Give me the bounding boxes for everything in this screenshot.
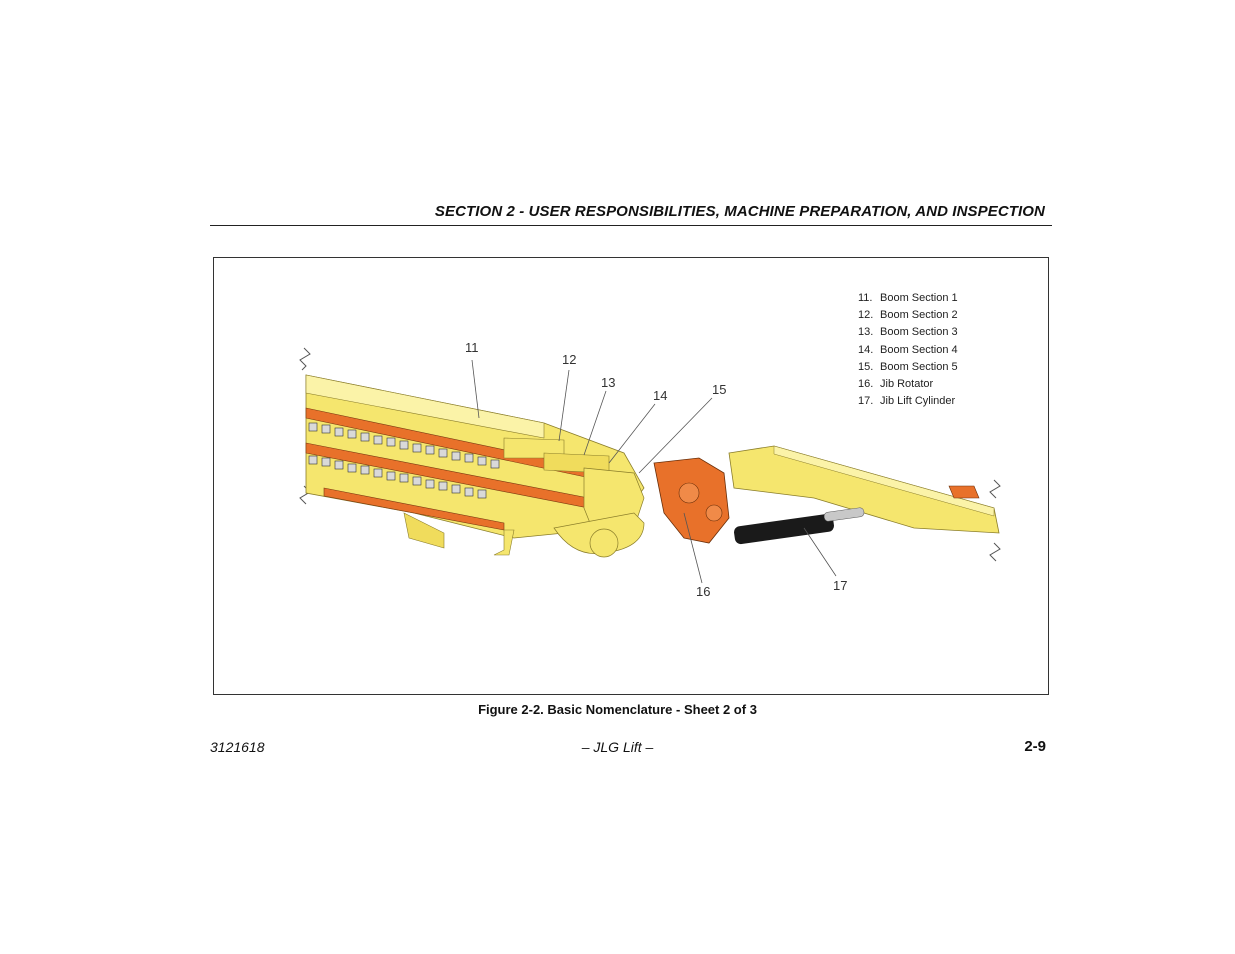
legend-label: Jib Rotator xyxy=(880,378,934,391)
figure-caption: Figure 2-2. Basic Nomenclature - Sheet 2… xyxy=(478,702,757,717)
section-header: SECTION 2 - USER RESPONSIBILITIES, MACHI… xyxy=(210,203,1052,226)
figure-legend: 11. Boom Section 1 12. Boom Section 2 13… xyxy=(858,290,958,410)
callout-17: 17 xyxy=(833,578,848,593)
page-number: 2-9 xyxy=(1024,738,1046,755)
legend-number: 11. xyxy=(858,292,873,304)
legend-number: 14. xyxy=(858,343,874,356)
doc-number: 3121618 xyxy=(210,739,265,755)
legend-item: 11. Boom Section 1 xyxy=(858,290,958,307)
legend-item: 17. Jib Lift Cylinder xyxy=(858,393,958,410)
legend-label: Boom Section 3 xyxy=(880,326,958,339)
section-title: SECTION 2 - USER RESPONSIBILITIES, MACHI… xyxy=(434,203,1045,220)
legend-item: 12. Boom Section 2 xyxy=(858,307,958,324)
legend-label: Boom Section 1 xyxy=(880,292,958,304)
legend-label: Boom Section 4 xyxy=(880,343,958,356)
legend-number: 17. xyxy=(858,395,874,408)
figure-frame: 11 12 13 14 15 16 17 11. Boom Section 1 … xyxy=(213,257,1049,695)
callout-16: 16 xyxy=(696,584,711,599)
callout-13: 13 xyxy=(601,375,616,390)
callout-12: 12 xyxy=(562,352,577,367)
legend-item: 15. Boom Section 5 xyxy=(858,359,958,376)
legend-number: 12. xyxy=(858,309,874,322)
legend-number: 13. xyxy=(858,326,874,339)
legend-item: 13. Boom Section 3 xyxy=(858,324,958,341)
legend-number: 15. xyxy=(858,360,874,373)
callout-11: 11 xyxy=(465,340,479,355)
legend-label: Boom Section 2 xyxy=(880,309,958,322)
legend-label: Boom Section 5 xyxy=(880,360,958,373)
legend-label: Jib Lift Cylinder xyxy=(880,395,956,408)
boom-illustration xyxy=(299,347,1001,584)
callout-14: 14 xyxy=(653,388,668,403)
legend-item: 14. Boom Section 4 xyxy=(858,342,958,359)
callout-15: 15 xyxy=(712,382,727,397)
legend-number: 16. xyxy=(858,378,874,391)
footer-center-text: – JLG Lift – xyxy=(581,739,654,755)
legend-item: 16. Jib Rotator xyxy=(858,376,958,393)
